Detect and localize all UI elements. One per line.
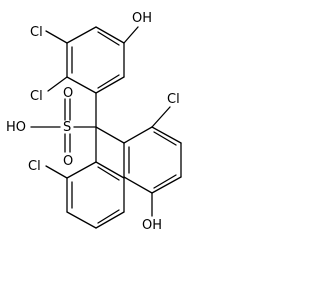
chlorine-label: Cl xyxy=(30,25,43,40)
chlorine-label: Cl xyxy=(28,159,41,174)
ring-3-bonds xyxy=(45,161,125,229)
oxygen-label: O xyxy=(63,154,73,169)
chemical-structure: Cl Cl OH HO S O O Cl OH Cl xyxy=(6,11,182,233)
hydroxyl-label: OH xyxy=(132,11,152,26)
central-carbon-bonds xyxy=(73,92,125,163)
oxygen-label: O xyxy=(63,86,73,101)
ring-1-bonds xyxy=(45,26,139,94)
chlorine-label: Cl xyxy=(30,89,43,104)
chlorine-label: Cl xyxy=(167,92,180,107)
ring-2-bonds xyxy=(123,106,182,217)
hydroxyl-label: OH xyxy=(142,218,162,233)
sulfonic-acid-bonds xyxy=(30,98,71,153)
sulfonic-hydroxyl-label: HO xyxy=(6,120,26,135)
sulfur-label: S xyxy=(63,120,71,135)
